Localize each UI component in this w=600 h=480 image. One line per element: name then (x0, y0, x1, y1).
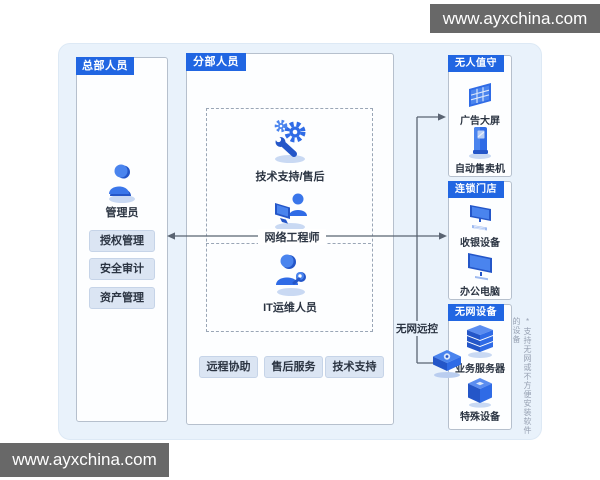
item-label-vending-machine: 自动售卖机 (455, 164, 505, 175)
item-label-office-computer: 办公电脑 (460, 287, 500, 298)
admin-person-icon (104, 160, 140, 209)
panel-offline-devices-tag: 无网设备 (448, 304, 504, 321)
ad-screen-icon (463, 78, 497, 117)
item-label-business-server: 业务服务器 (455, 364, 505, 375)
button-asset-management: 资产管理 (89, 287, 155, 309)
gears-wrench-icon (268, 116, 312, 169)
watermark-top-right: www.ayxchina.com (430, 4, 600, 33)
button-security-audit: 安全审计 (89, 258, 155, 280)
branch-role-label-network-engineer: 网络工程师 (258, 229, 326, 245)
hub-device-icon (429, 347, 465, 384)
item-label-special-device: 特殊设备 (460, 412, 500, 423)
button-authorization-management: 授权管理 (89, 230, 155, 252)
panel-headquarters: 总部人员 管理员 授权管理 安全审计 资产管理 (76, 57, 168, 422)
office-computer-icon (463, 248, 497, 287)
item-label-cashier-device: 收银设备 (460, 238, 500, 249)
button-tech-support: 技术支持 (325, 356, 384, 378)
side-note: *支持无网或不方便安装软件的设备 (512, 317, 532, 435)
panel-chain-store-tag: 连锁门店 (448, 181, 504, 198)
vending-machine-icon (463, 124, 497, 165)
panel-branch: 分部人员 技术支持/售后 (186, 53, 394, 425)
panel-branch-tag: 分部人员 (186, 53, 246, 71)
panel-unattended-tag: 无人值守 (448, 55, 504, 72)
watermark-bottom-left: www.ayxchina.com (0, 443, 169, 477)
special-device-icon (464, 376, 496, 413)
it-ops-person-icon (270, 251, 312, 302)
admin-role-label: 管理员 (105, 207, 139, 219)
panel-unattended: 无人值守 广告大屏 自动售卖机 (448, 55, 512, 177)
branch-role-label-support: 技术支持/售后 (255, 171, 325, 183)
branch-role-label-itops: IT运维人员 (263, 302, 317, 314)
business-server-icon (463, 323, 497, 364)
branch-roles-dashed-box (206, 108, 373, 332)
button-after-sales-service: 售后服务 (264, 356, 323, 378)
panel-offline-devices: 无网设备 业务服务器 特殊设备 (448, 304, 512, 430)
item-label-ad-screen: 广告大屏 (460, 116, 500, 127)
cashier-device-icon (463, 199, 497, 238)
panel-chain-store: 连锁门店 收银设备 办公电脑 (448, 181, 512, 300)
offline-remote-label: 无网远控 (394, 321, 440, 336)
button-remote-assistance: 远程协助 (199, 356, 258, 378)
panel-headquarters-tag: 总部人员 (76, 57, 134, 75)
